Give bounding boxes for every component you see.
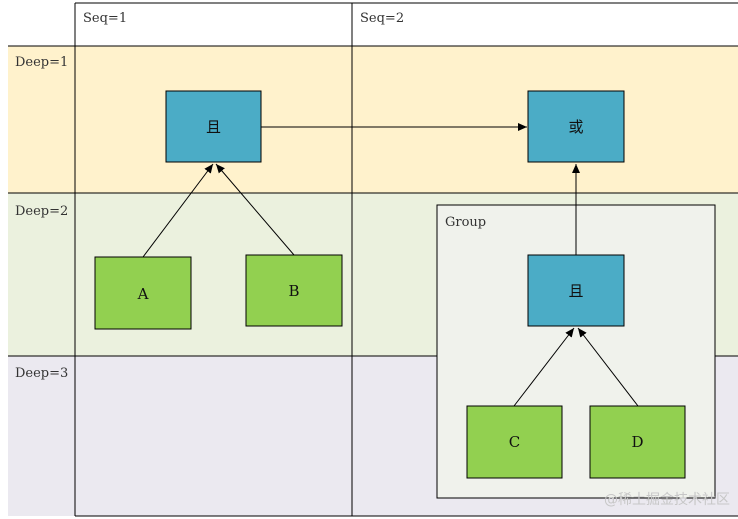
node-d-label: D bbox=[631, 433, 643, 451]
node-and-top: 且 bbox=[165, 90, 262, 163]
node-c: C bbox=[466, 405, 563, 479]
group-label: Group bbox=[445, 215, 486, 230]
node-and-top-label: 且 bbox=[206, 118, 221, 136]
row-header-deep-3: Deep=3 bbox=[15, 366, 68, 381]
node-a-label: A bbox=[137, 285, 149, 303]
node-d: D bbox=[589, 405, 686, 479]
row-header-deep-2: Deep=2 bbox=[15, 204, 68, 219]
edge-b-to-and bbox=[215, 163, 295, 256]
node-or: 或 bbox=[527, 90, 625, 163]
node-b-label: B bbox=[288, 282, 299, 300]
row-deep-1-band bbox=[8, 46, 738, 193]
node-or-label: 或 bbox=[568, 118, 583, 136]
column-header-seq-2: Seq=2 bbox=[360, 11, 404, 26]
edge-a-to-and bbox=[142, 163, 214, 258]
edges bbox=[142, 123, 639, 407]
node-a: A bbox=[94, 256, 192, 330]
column-header-seq-1: Seq=1 bbox=[83, 11, 127, 26]
node-b: B bbox=[245, 254, 343, 327]
row-header-deep-1: Deep=1 bbox=[15, 55, 68, 70]
node-and-group-label: 且 bbox=[568, 282, 583, 300]
node-and-group: 且 bbox=[527, 254, 625, 327]
edge-d-to-and bbox=[577, 327, 639, 407]
edge-c-to-and bbox=[513, 327, 575, 407]
node-c-label: C bbox=[509, 433, 520, 451]
watermark: @稀土掘金技术社区 bbox=[604, 492, 730, 508]
